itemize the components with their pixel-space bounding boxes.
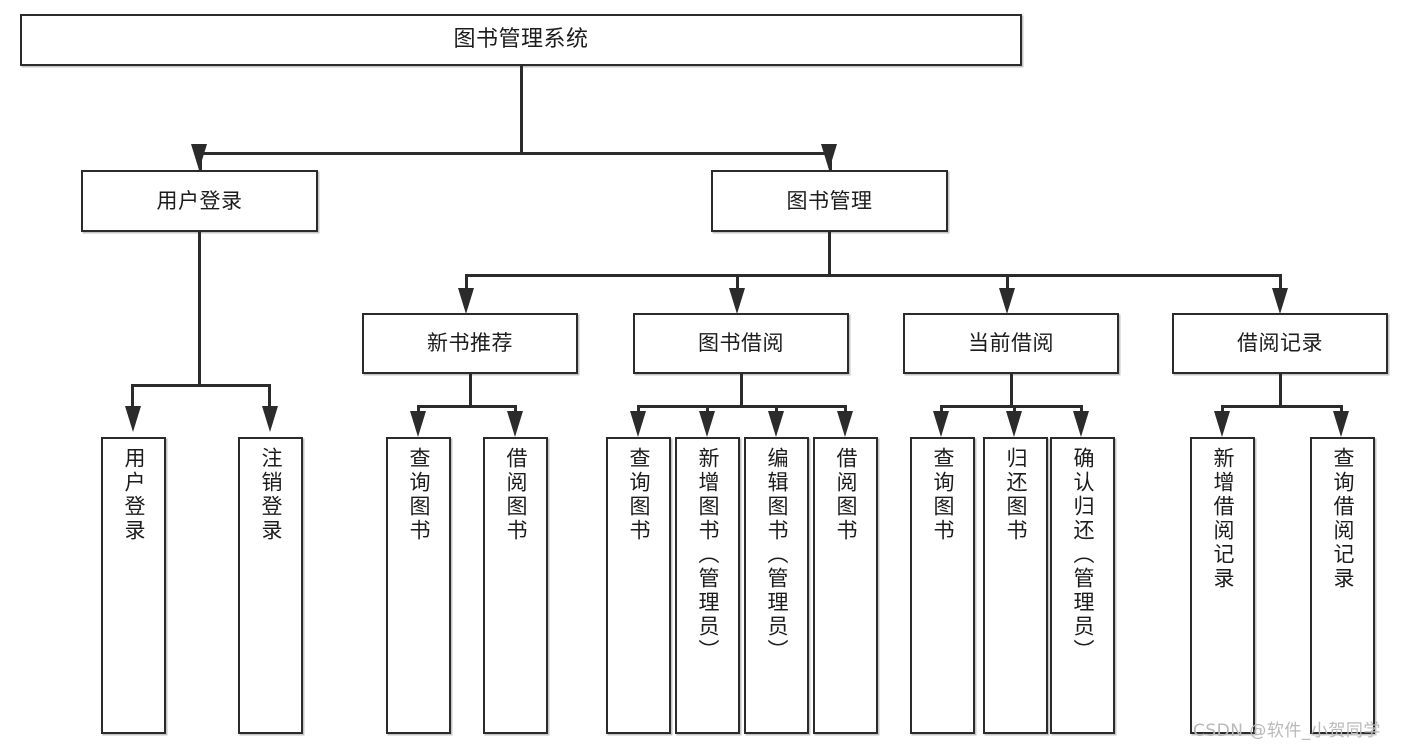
arrowhead-to-leaf-query-book-1 <box>410 411 426 437</box>
arrowhead-to-user-login <box>191 144 207 170</box>
connector-bookmanage-to-newbook <box>465 274 468 298</box>
connector-root-bus <box>199 152 831 155</box>
connector-bookborrow-stem <box>740 374 743 405</box>
node-label: 查询图书 <box>407 447 431 543</box>
node-book-manage[interactable]: 图书管理 <box>711 170 948 232</box>
node-book-borrow[interactable]: 图书借阅 <box>633 313 849 374</box>
node-root-system[interactable]: 图书管理系统 <box>20 14 1022 66</box>
node-label: 图书管理 <box>786 188 873 213</box>
arrowhead-to-book-manage <box>821 144 837 170</box>
node-label: 新书推荐 <box>427 331 513 356</box>
node-leaf-borrow-book-2[interactable]: 借阅图书 <box>813 437 878 734</box>
node-label: 查询借阅记录 <box>1331 447 1355 591</box>
node-leaf-add-record[interactable]: 新增借阅记录 <box>1190 437 1255 734</box>
arrowhead-to-borrow-record <box>1272 288 1288 314</box>
connector-userlogin-to-leaf1 <box>131 384 134 412</box>
connector-root-stem <box>520 66 523 152</box>
connector-bookmanage-to-bookborrow <box>736 274 739 298</box>
node-leaf-return-book[interactable]: 归还图书 <box>983 437 1048 734</box>
node-label: 查询图书 <box>627 447 651 543</box>
arrowhead-to-leaf-add-record <box>1214 411 1230 437</box>
connector-borrowrecord-stem <box>1279 374 1282 405</box>
arrowhead-to-leaf-edit-book <box>768 411 784 437</box>
arrowhead-to-leaf-return-book <box>1006 411 1022 437</box>
connector-borrowrecord-bus <box>1221 405 1341 408</box>
node-label: 借阅图书 <box>834 447 858 543</box>
connector-bookborrow-bus <box>637 405 845 408</box>
node-user-login[interactable]: 用户登录 <box>81 170 318 232</box>
node-label: 查询图书 <box>931 447 955 543</box>
arrowhead-to-leaf-query-book-3 <box>933 411 949 437</box>
node-leaf-query-book-2[interactable]: 查询图书 <box>606 437 671 734</box>
connector-newbook-stem <box>469 374 472 405</box>
node-label: 图书借阅 <box>698 331 784 356</box>
connector-bookmanage-bus <box>465 274 1280 277</box>
node-new-book-rec[interactable]: 新书推荐 <box>362 313 578 374</box>
node-leaf-query-record[interactable]: 查询借阅记录 <box>1310 437 1375 734</box>
node-leaf-edit-book[interactable]: 编辑图书（管理员） <box>744 437 809 734</box>
node-label: 借阅记录 <box>1237 331 1323 356</box>
arrowhead-to-leaf-add-book <box>699 411 715 437</box>
node-label: 注销登录 <box>259 447 283 543</box>
node-label: 确认归还（管理员） <box>1071 447 1095 663</box>
arrowhead-to-leaf-query-record <box>1333 411 1349 437</box>
arrowhead-to-leaf-confirm-return <box>1073 411 1089 437</box>
node-label: 新增图书（管理员） <box>696 447 720 663</box>
node-label: 新增借阅记录 <box>1211 447 1235 591</box>
node-label: 用户登录 <box>156 188 243 213</box>
connector-userlogin-bus <box>131 384 270 387</box>
node-current-borrow[interactable]: 当前借阅 <box>903 313 1119 374</box>
node-leaf-confirm-return[interactable]: 确认归还（管理员） <box>1050 437 1115 734</box>
connector-bookmanage-to-borrowrecord <box>1279 274 1282 298</box>
arrowhead-to-book-borrow <box>729 288 745 314</box>
arrowhead-to-leaf-user-logout <box>262 406 278 432</box>
csdn-watermark: CSDN @软件_小贺同学 <box>1193 721 1381 741</box>
arrowhead-to-leaf-query-book-2 <box>630 411 646 437</box>
node-leaf-user-login[interactable]: 用户登录 <box>101 437 166 734</box>
connector-currentborrow-bus <box>940 405 1082 408</box>
arrowhead-to-leaf-borrow-book-1 <box>507 411 523 437</box>
node-leaf-user-logout[interactable]: 注销登录 <box>238 437 303 734</box>
node-label: 归还图书 <box>1004 447 1028 543</box>
arrowhead-to-current-borrow <box>999 288 1015 314</box>
node-leaf-query-book-1[interactable]: 查询图书 <box>386 437 451 734</box>
node-label: 图书管理系统 <box>453 27 589 53</box>
arrowhead-to-new-book-rec <box>458 288 474 314</box>
arrowhead-to-leaf-borrow-book-2 <box>837 411 853 437</box>
node-label: 当前借阅 <box>968 331 1054 356</box>
connector-userlogin-stem <box>198 232 201 384</box>
node-label: 用户登录 <box>122 447 146 543</box>
connector-bookmanage-stem <box>828 232 831 274</box>
node-leaf-query-book-3[interactable]: 查询图书 <box>910 437 975 734</box>
node-label: 编辑图书（管理员） <box>765 447 789 663</box>
node-leaf-add-book[interactable]: 新增图书（管理员） <box>675 437 740 734</box>
arrowhead-to-leaf-user-login <box>125 406 141 432</box>
connector-newbook-bus <box>417 405 515 408</box>
node-borrow-record[interactable]: 借阅记录 <box>1172 313 1388 374</box>
node-label: 借阅图书 <box>504 447 528 543</box>
node-leaf-borrow-book-1[interactable]: 借阅图书 <box>483 437 548 734</box>
connector-currentborrow-stem <box>1010 374 1013 405</box>
connector-userlogin-to-leaf2 <box>268 384 271 412</box>
connector-bookmanage-to-currentborrow <box>1006 274 1009 298</box>
